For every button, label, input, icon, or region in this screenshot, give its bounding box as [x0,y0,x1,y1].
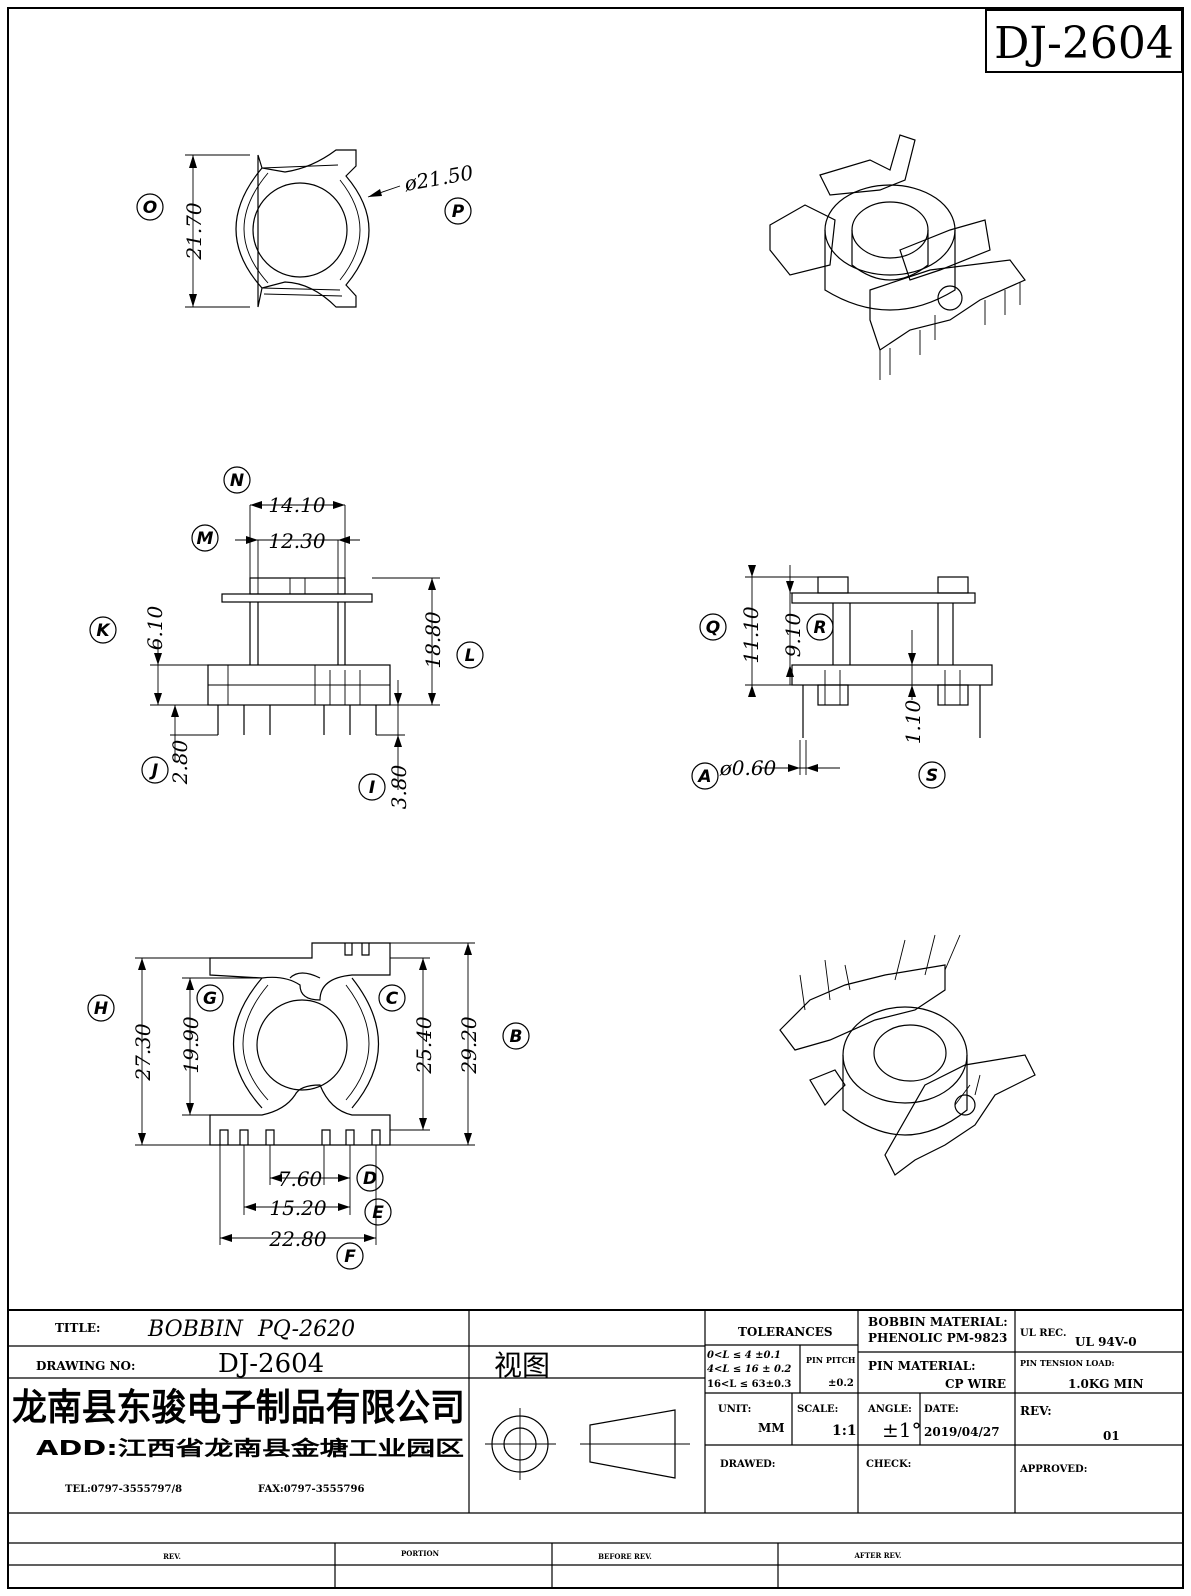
dim-bottom-c: 25.40 [412,1016,436,1075]
before-col-label: BEFORE REV. [598,1552,652,1561]
dim-side-width-inner: 12.30 [268,529,326,553]
ul-rec-value: UL 94V-0 [1075,1335,1137,1349]
label-i: I [369,778,375,798]
title-value-1: BOBBIN [147,1317,244,1342]
scale-value: 1:1 [832,1423,857,1439]
dim-bottom-b: 29.20 [457,1016,481,1075]
dim-end-r: 9.10 [781,612,805,657]
dim-side-pin-i: 3.80 [387,764,411,809]
check-label: CHECK: [866,1459,911,1470]
tel: TEL:0797-3555797/8 [65,1484,182,1495]
date-value: 2019/04/27 [924,1425,1000,1439]
drawing-no-label: DRAWING NO: [36,1359,135,1373]
dim-pitch-f: 22.80 [268,1227,327,1251]
label-b: B [510,1027,523,1047]
dim-top-diameter: ø21.50 [402,160,476,196]
tolerances-label: TOLERANCES [738,1325,833,1339]
dim-top-height: 21.70 [182,202,206,261]
label-q: Q [706,618,720,638]
dim-side-width-outer: 14.10 [268,493,326,517]
bottom-view: 27.30 19.90 25.40 29.20 7.60 [87,942,530,1270]
label-n: N [230,471,244,491]
tol-line-2: 4<L ≤ 16 ± 0.2 [707,1364,791,1375]
dim-pitch-d: 7.60 [278,1167,323,1191]
label-c: C [386,989,399,1009]
pin-material-label: PIN MATERIAL: [868,1359,976,1373]
dim-pitch-e: 15.20 [269,1196,327,1220]
dim-pin-dia: ø0.60 [719,756,777,780]
label-f: F [344,1247,356,1267]
drawn-label: DRAWED: [720,1459,775,1470]
label-j: J [149,761,158,781]
pin-tension-label: PIN TENSION LOAD: [1020,1358,1115,1368]
approved-label: APPROVED: [1019,1464,1087,1475]
drawing-no-value: DJ-2604 [218,1349,324,1379]
label-o: O [143,198,157,218]
bobbin-material-value: PHENOLIC PM-9823 [868,1331,1007,1345]
part-code: DJ-2604 [994,18,1174,69]
dim-bottom-h: 27.30 [131,1023,155,1082]
title-label: TITLE: [55,1321,101,1335]
angle-label: ANGLE: [867,1404,912,1415]
scale-label: SCALE: [797,1404,838,1415]
top-view: 21.70 ø21.50 O P [136,149,476,308]
dim-end-s: 1.10 [901,699,925,744]
label-a: A [696,767,711,787]
label-g: G [203,989,217,1009]
date-label: DATE: [924,1404,959,1415]
label-r: R [813,618,826,638]
label-p: P [452,202,465,222]
dim-side-flange: 6.10 [143,605,167,650]
pin-pitch-label: PIN PITCH [806,1355,856,1365]
dim-side-height: 18.80 [421,611,445,669]
bobbin-material-label: BOBBIN MATERIAL: [868,1315,1008,1329]
dim-end-q: 11.10 [739,606,763,664]
label-k: K [96,621,111,641]
company-address: ADD:江西省龙南县金塘工业园区 [36,1436,464,1460]
rev-col-label: REV. [163,1552,181,1561]
part-code-box: DJ-2604 [985,9,1183,73]
label-e: E [372,1203,384,1223]
dim-bottom-g: 19.90 [179,1016,203,1074]
pin-pitch-value: ±0.2 [828,1378,854,1389]
end-view: 11.10 9.10 1.10 ø0.60 Q R A S [691,565,993,790]
title-value-2: PQ-2620 [257,1317,355,1342]
pin-tension-value: 1.0KG MIN [1068,1377,1144,1391]
label-s: S [926,766,938,786]
company-name: 龙南县东骏电子制品有限公司 [12,1386,465,1429]
rev-label: REV: [1020,1404,1052,1418]
portion-col-label: PORTION [401,1549,440,1558]
unit-label: UNIT: [718,1404,751,1415]
angle-value: ±1° [882,1418,921,1442]
after-col-label: AFTER REV. [854,1551,902,1560]
label-h: H [94,999,108,1019]
unit-value: MM [758,1421,785,1435]
pin-material-value: CP WIRE [945,1377,1006,1391]
label-m: M [197,529,214,549]
projection-symbol [485,1408,690,1480]
ul-rec-label: UL REC. [1020,1328,1066,1339]
rev-value: 01 [1103,1429,1120,1443]
tol-line-3: 16<L ≤ 63±0.3 [707,1379,791,1390]
fax: FAX:0797-3555796 [258,1484,364,1495]
label-l: L [465,646,476,666]
view-label: 视图 [494,1349,550,1382]
dim-side-pin-j: 2.80 [168,739,192,785]
iso-view-bottom [779,934,1036,1176]
title-block: TITLE: BOBBIN PQ-2620 DRAWING NO: DJ-260… [7,1309,1184,1589]
label-d: D [363,1169,377,1189]
tol-line-1: 0<L ≤ 4 ±0.1 [707,1350,781,1361]
side-view: 14.10 12.30 18.80 6.10 2.80 3.80 N [89,466,484,809]
iso-view-top [769,134,1026,380]
